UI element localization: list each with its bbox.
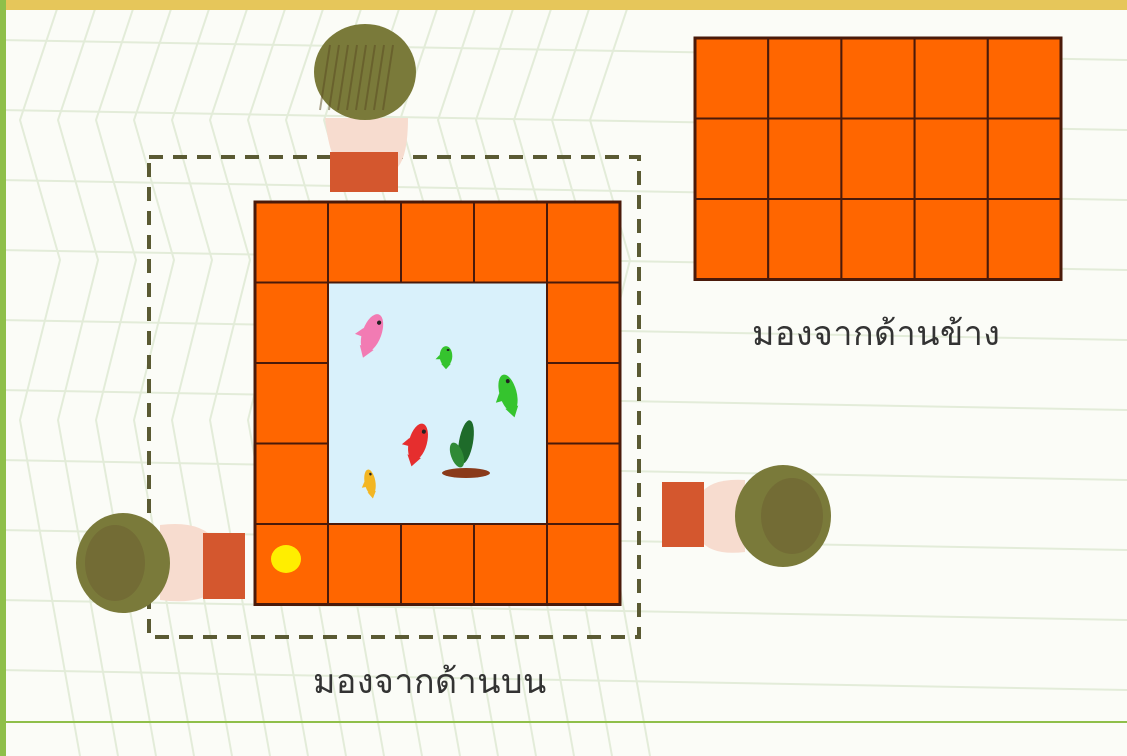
shirt <box>330 152 398 192</box>
fish-body <box>440 346 453 366</box>
brick-block <box>474 524 547 605</box>
brick-block <box>401 524 474 605</box>
plant-base <box>442 468 490 478</box>
brick-block <box>915 199 988 280</box>
brick-block <box>695 199 768 280</box>
yellow-marker <box>271 545 301 573</box>
brick-block <box>915 119 988 200</box>
brick-block <box>768 199 841 280</box>
fish-eye <box>447 349 450 351</box>
brick-block <box>255 202 328 283</box>
brick-block <box>915 38 988 119</box>
brick-block <box>328 524 401 605</box>
brick-block <box>328 202 401 283</box>
brick-block <box>768 119 841 200</box>
brick-block <box>547 363 620 444</box>
brick-block <box>695 38 768 119</box>
bg-line <box>0 670 1127 690</box>
left-green-bar <box>0 0 6 756</box>
hair-shade <box>85 525 145 601</box>
bg-line <box>58 0 118 756</box>
top-view-label: มองจากด้านบน <box>313 654 547 708</box>
brick-block <box>695 119 768 200</box>
bg-line <box>20 0 80 756</box>
hair-shade <box>761 478 823 554</box>
person-top <box>314 24 416 192</box>
brick-block <box>255 363 328 444</box>
brick-block <box>988 119 1061 200</box>
top-view-pond <box>255 202 620 605</box>
brick-block <box>401 202 474 283</box>
brick-block <box>255 283 328 364</box>
person-left <box>76 513 245 613</box>
brick-block <box>841 119 914 200</box>
side-view-label: มองจากด้านข้าง <box>752 306 1000 360</box>
shirt <box>662 482 704 547</box>
brick-block <box>255 444 328 525</box>
top-gold-bar <box>0 0 1127 10</box>
side-view-wall <box>695 38 1061 280</box>
brick-block <box>768 38 841 119</box>
brick-block <box>841 199 914 280</box>
shirt <box>203 533 245 599</box>
brick-block <box>474 202 547 283</box>
brick-block <box>988 38 1061 119</box>
brick-block <box>988 199 1061 280</box>
brick-block <box>547 202 620 283</box>
brick-block <box>547 444 620 525</box>
brick-block <box>841 38 914 119</box>
brick-block <box>547 283 620 364</box>
person-right <box>662 465 831 567</box>
brick-block <box>547 524 620 605</box>
